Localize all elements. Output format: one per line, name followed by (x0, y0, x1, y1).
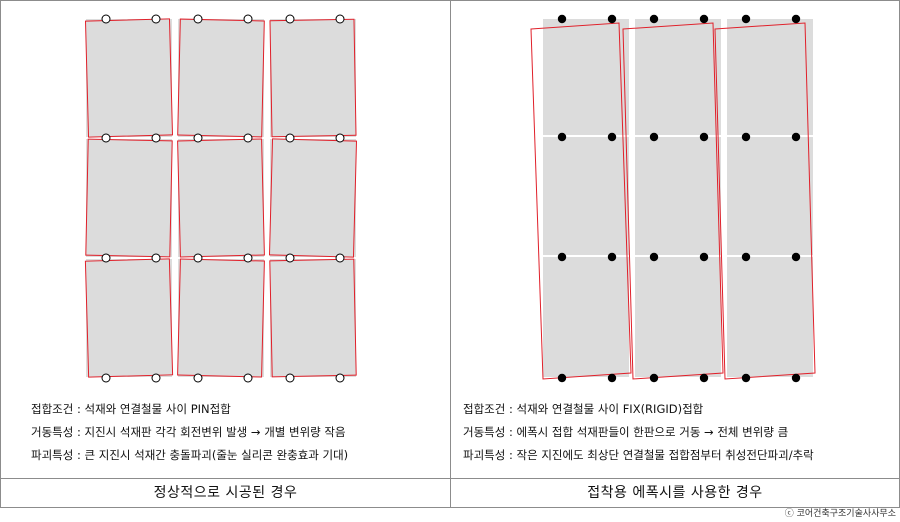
fixed-joint (741, 14, 751, 24)
fixed-joint (741, 373, 751, 383)
fixed-joint (791, 373, 801, 383)
pin-joint (335, 14, 345, 24)
fixed-joint (699, 14, 709, 24)
right-panel-epoxy-construction: 접합조건 : 석재와 연결철물 사이 FIX(RIGID)접합 거동특성 : 에… (451, 1, 899, 478)
pin-joint (335, 133, 345, 143)
fixed-joint (557, 373, 567, 383)
fixed-joint (557, 252, 567, 262)
pin-joint (285, 133, 295, 143)
fixed-joint (741, 252, 751, 262)
stone-panel (270, 19, 356, 137)
pin-joint (151, 133, 161, 143)
fixed-joint (791, 252, 801, 262)
stone-panel (86, 259, 172, 377)
displaced-column-outline (714, 22, 816, 380)
fixed-joint (649, 252, 659, 262)
fixed-joint (557, 14, 567, 24)
right-caption: 접착용 에폭시를 사용한 경우 (587, 485, 763, 501)
pin-joint (101, 253, 111, 263)
displaced-panel-outline (84, 258, 174, 378)
stone-panel (543, 257, 629, 377)
pin-joint (101, 14, 111, 24)
left-failure: 파괴특성 : 큰 지진시 석재간 충돌파괴(줄눈 실리콘 완충효과 기대) (31, 448, 349, 462)
stone-panel (543, 19, 629, 135)
displaced-panel-outline (177, 138, 265, 258)
stone-panel (178, 139, 264, 257)
displaced-panel-outline (85, 138, 173, 258)
left-panel-normal-construction: 접합조건 : 석재와 연결철물 사이 PIN접합 거동특성 : 지진시 석재판 … (1, 1, 451, 478)
stone-panel (86, 139, 172, 257)
stone-panel (727, 257, 813, 377)
pin-joint (243, 373, 253, 383)
displaced-panel-outline (268, 138, 358, 258)
stone-panel (178, 19, 264, 137)
fixed-joint (607, 373, 617, 383)
pin-joint (335, 253, 345, 263)
stone-panel (178, 259, 264, 377)
right-behavior: 거동특성 : 에폭시 접합 석재판들이 한판으로 거동 → 전체 변위량 큼 (463, 425, 789, 439)
right-joint-condition: 접합조건 : 석재와 연결철물 사이 FIX(RIGID)접합 (463, 402, 704, 416)
pin-joint (285, 14, 295, 24)
pin-joint (151, 373, 161, 383)
displaced-panel-outline (269, 258, 357, 378)
fixed-joint (607, 252, 617, 262)
caption-row: 정상적으로 시공된 경우 접착용 에폭시를 사용한 경우 (1, 478, 899, 508)
pin-joint (285, 253, 295, 263)
pin-joint (243, 14, 253, 24)
stone-panel (543, 137, 629, 255)
pin-joint (101, 133, 111, 143)
stone-panel (727, 137, 813, 255)
diagram-frame: 접합조건 : 석재와 연결철물 사이 PIN접합 거동특성 : 지진시 석재판 … (0, 0, 900, 508)
left-stone-panel-diagram (84, 14, 358, 383)
stone-panel (635, 257, 721, 377)
fixed-joint (699, 252, 709, 262)
displaced-panel-outline (177, 258, 265, 378)
pin-joint (285, 373, 295, 383)
pin-joint (193, 253, 203, 263)
stone-panel (727, 19, 813, 135)
left-behavior: 거동특성 : 지진시 석재판 각각 회전변위 발생 → 개별 변위량 작음 (31, 425, 346, 439)
pin-joint (101, 373, 111, 383)
pin-joint (151, 14, 161, 24)
fixed-joint (557, 132, 567, 142)
pin-joint (243, 133, 253, 143)
fixed-joint (741, 132, 751, 142)
copyright-note: ⓒ 코어건축구조기술사사무소 (784, 509, 896, 519)
fixed-joint (607, 14, 617, 24)
fixed-joint (791, 132, 801, 142)
left-caption: 정상적으로 시공된 경우 (1, 479, 451, 508)
stone-panel (86, 19, 172, 137)
pin-joint (243, 253, 253, 263)
displaced-panel-outline (269, 18, 357, 138)
stone-panel (270, 139, 356, 257)
left-joint-condition: 접합조건 : 석재와 연결철물 사이 PIN접합 (31, 402, 231, 416)
displaced-column-outline (622, 22, 724, 380)
stone-panel (635, 19, 721, 135)
fixed-joint (649, 373, 659, 383)
pin-joint (193, 373, 203, 383)
displaced-column-outline (530, 22, 632, 380)
fixed-joint (607, 132, 617, 142)
left-description: 접합조건 : 석재와 연결철물 사이 PIN접합 거동특성 : 지진시 석재판 … (31, 398, 348, 467)
fixed-joint (699, 373, 709, 383)
displaced-panel-outline (177, 18, 265, 138)
pin-joint (151, 253, 161, 263)
pin-joint (193, 14, 203, 24)
pin-joint (193, 133, 203, 143)
pin-joint (335, 373, 345, 383)
displaced-panel-outline (84, 18, 174, 138)
right-failure: 파괴특성 : 작은 지진에도 최상단 연결철물 접합점부터 취성전단파괴/추락 (463, 448, 814, 462)
fixed-joint (649, 14, 659, 24)
right-stone-panel-diagram (530, 14, 816, 383)
fixed-joint (649, 132, 659, 142)
fixed-joint (699, 132, 709, 142)
fixed-joint (791, 14, 801, 24)
right-description: 접합조건 : 석재와 연결철물 사이 FIX(RIGID)접합 거동특성 : 에… (463, 398, 814, 467)
stone-panel (635, 137, 721, 255)
stone-panel (270, 259, 356, 377)
